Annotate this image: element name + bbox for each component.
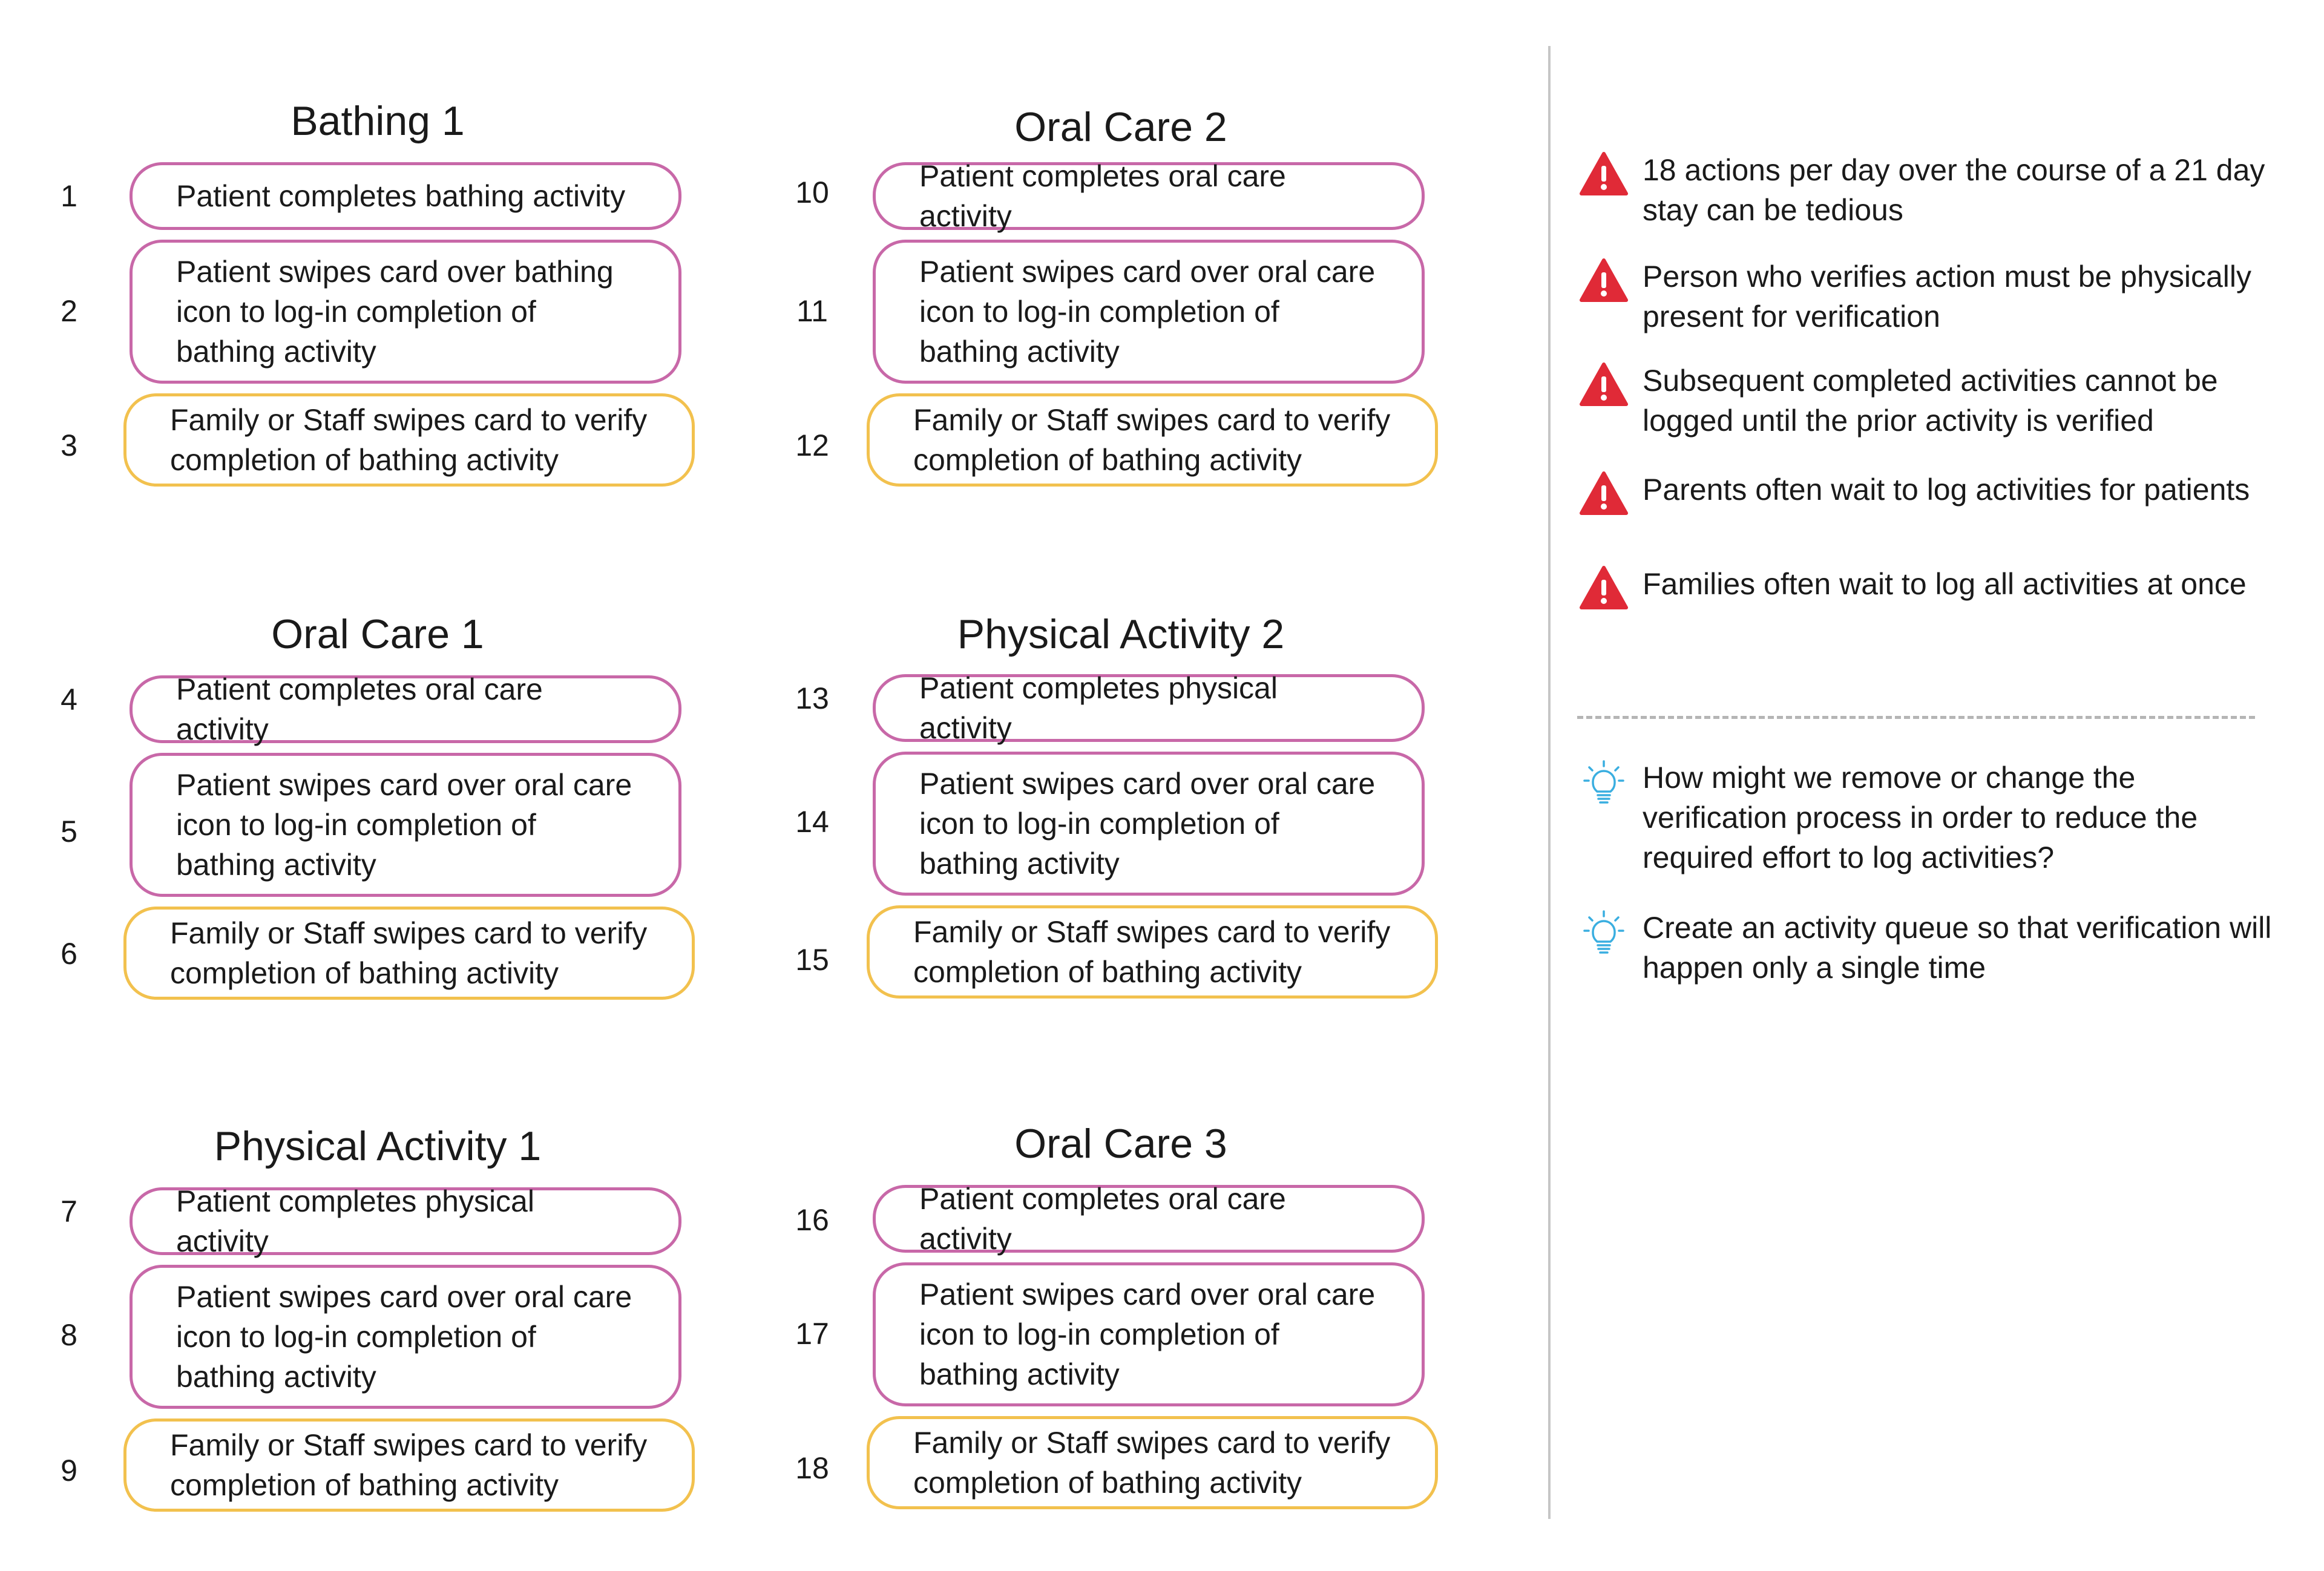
step-number: 4 [61,683,77,717]
warning-icon [1580,152,1628,195]
step-number: 17 [795,1317,829,1351]
step-number: 7 [61,1195,77,1228]
warning-icon [1580,258,1628,302]
patient-step-box: Patient completes physical activity [873,671,1425,745]
group-title: Physical Activity 1 [214,1123,542,1169]
patient-step-box: Patient completes oral care activity [130,672,681,746]
verify-step-box: Family or Staff swipes card to verify co… [867,1416,1438,1509]
idea-text: Create an activity queue so that verific… [1643,911,2272,985]
verify-step-box: Family or Staff swipes card to verify co… [123,907,695,1000]
pain-point-text: Parents often wait to log activities for… [1643,473,2250,507]
step-number: 9 [61,1454,77,1487]
verify-step-box: Family or Staff swipes card to verify co… [123,393,695,487]
pain-point-text: Subsequent completed activities cannot b… [1643,364,2218,438]
step-number: 2 [61,294,77,328]
patient-step-box: Patient completes oral care activity [873,159,1425,233]
group-title: Oral Care 2 [1014,104,1227,150]
step-number: 12 [795,428,829,462]
warning-icon [1580,566,1628,609]
patient-step-box: Patient swipes card over oral care icon … [873,752,1425,896]
step-number: 3 [61,428,77,462]
patient-step-box: Patient completes physical activity [130,1184,681,1258]
lightbulb-icon [1583,760,1624,804]
step-number: 15 [795,943,829,977]
warning-icon [1580,471,1628,515]
verify-step-box: Family or Staff swipes card to verify co… [867,393,1438,487]
pain-point-text: Families often wait to log all activitie… [1643,567,2247,601]
step-number: 18 [795,1451,829,1485]
patient-step-box: Patient completes oral care activity [873,1182,1425,1256]
group-title: Physical Activity 2 [957,611,1285,657]
step-number: 11 [796,294,828,328]
patient-step-box: Patient completes bathing activity [130,162,681,230]
patient-step-box: Patient swipes card over oral care icon … [130,753,681,897]
pain-point-text: Person who verifies action must be physi… [1643,260,2252,333]
vertical-divider [1548,46,1551,1519]
dashed-separator [1577,716,2255,719]
patient-step-box: Patient swipes card over oral care icon … [130,1265,681,1409]
step-number: 5 [61,815,77,848]
group-title: Oral Care 3 [1014,1121,1227,1167]
group-title: Bathing 1 [290,98,465,144]
step-number: 6 [61,937,77,971]
idea-text: How might we remove or change the verifi… [1643,761,2198,874]
step-number: 14 [795,805,829,839]
lightbulb-icon [1583,910,1624,954]
step-number: 13 [795,681,829,715]
step-number: 10 [795,175,829,209]
step-number: 1 [61,179,77,213]
verify-step-box: Family or Staff swipes card to verify co… [123,1418,695,1512]
group-title: Oral Care 1 [271,611,484,657]
patient-step-box: Patient swipes card over bathing icon to… [130,240,681,384]
patient-step-box: Patient swipes card over oral care icon … [873,240,1425,384]
warning-icon [1580,362,1628,406]
step-number: 16 [795,1203,829,1237]
pain-point-text: 18 actions per day over the course of a … [1643,153,2265,227]
step-number: 8 [61,1318,77,1352]
patient-step-box: Patient swipes card over oral care icon … [873,1262,1425,1406]
verify-step-box: Family or Staff swipes card to verify co… [867,905,1438,999]
